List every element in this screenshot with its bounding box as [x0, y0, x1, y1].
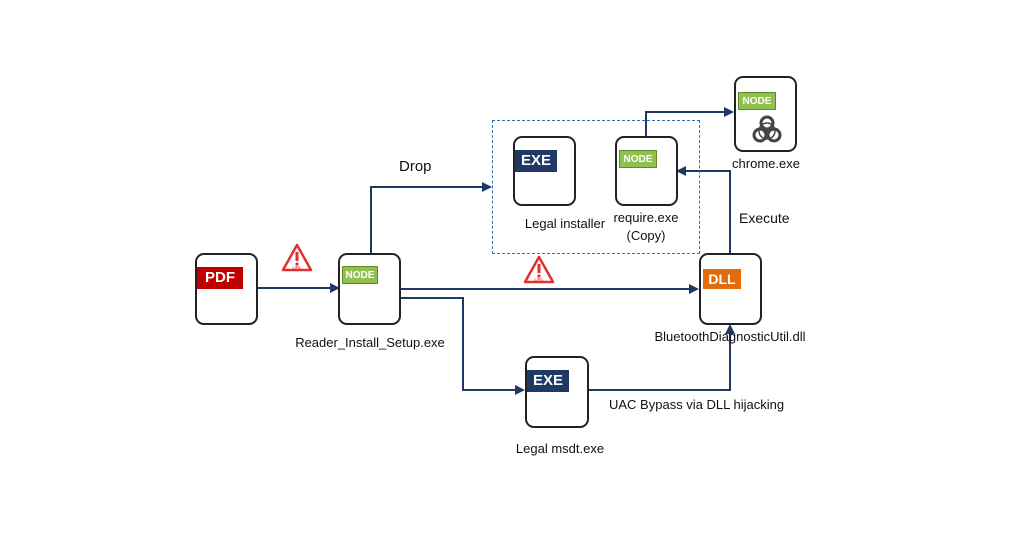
chrome-exe-label: chrome.exe: [732, 156, 800, 171]
require-exe-node: NODE: [615, 136, 678, 206]
node-tag: NODE: [342, 266, 378, 284]
legal-msdt-label: Legal msdt.exe: [515, 441, 605, 456]
arrow-require-to-chrome: [645, 107, 734, 136]
drop-edge-label: Drop: [399, 158, 432, 175]
biohazard-icon: [752, 115, 782, 143]
legal-msdt-node: EXE: [525, 356, 589, 428]
reader-install-setup-label: Reader_Install_Setup.exe: [295, 335, 445, 350]
arrow-dll-execute-require: [676, 166, 731, 253]
require-exe-copy-label: (Copy): [626, 228, 666, 243]
chrome-exe-node: NODE: [734, 76, 797, 152]
legal-installer-node: EXE: [513, 136, 576, 206]
node-tag: NODE: [738, 92, 776, 110]
pdf-file-node: PDF: [195, 253, 258, 325]
pdf-tag: PDF: [197, 267, 243, 289]
arrow-reader-drop: [370, 182, 492, 253]
legal-installer-label: Legal installer: [524, 216, 606, 231]
dropped-files-group: [492, 120, 700, 254]
bluetooth-dll-label: BluetoothDiagnosticUtil.dll: [654, 329, 806, 344]
exe-tag: EXE: [515, 150, 557, 172]
arrow-reader-to-msdt: [401, 297, 525, 395]
arrow-msdt-to-dll: [589, 324, 735, 391]
node-tag: NODE: [619, 150, 657, 168]
exe-tag: EXE: [527, 370, 569, 392]
url-warning-text: URL: [534, 277, 543, 282]
bluetooth-dll-node: DLL: [699, 253, 762, 325]
reader-install-setup-node: NODE: [338, 253, 401, 325]
dll-tag: DLL: [703, 269, 741, 289]
execute-edge-label: Execute: [739, 210, 790, 226]
require-exe-label: require.exe: [613, 210, 679, 225]
url-warning-icon: URL: [523, 255, 555, 284]
url-warning-icon: URL: [281, 243, 313, 272]
uac-bypass-edge-label: UAC Bypass via DLL hijacking: [609, 397, 785, 412]
url-warning-text: URL: [292, 265, 301, 270]
